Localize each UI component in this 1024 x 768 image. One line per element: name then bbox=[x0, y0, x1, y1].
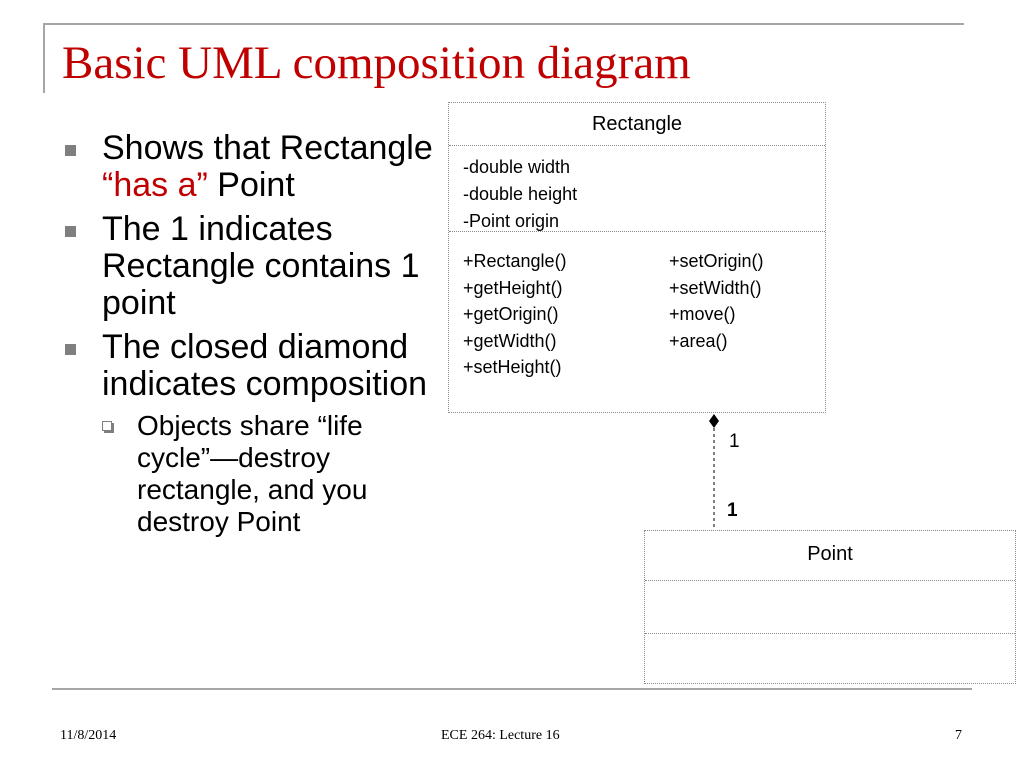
point-class-name: Point bbox=[645, 531, 1015, 581]
attribute-item: -double width bbox=[463, 157, 571, 177]
operation-item: +Rectangle() bbox=[463, 251, 567, 271]
rectangle-operations: +Rectangle() +getHeight() +getOrigin() +… bbox=[449, 232, 825, 412]
footer-divider bbox=[52, 688, 972, 690]
bullet-text: The closed diamond indicates composition bbox=[102, 328, 428, 403]
bullet-text: Shows that Rectangle bbox=[102, 129, 433, 167]
operation-item: +getOrigin() bbox=[463, 304, 559, 324]
bullet-item: Shows that Rectangle “has a” Point bbox=[62, 130, 442, 204]
operation-item: +setHeight() bbox=[463, 357, 562, 377]
composition-connector bbox=[709, 414, 719, 532]
bullet-item: The closed diamond indicates composition bbox=[62, 329, 442, 403]
square-bullet-icon bbox=[65, 226, 76, 237]
multiplicity-bottom-label: 1 bbox=[727, 500, 738, 521]
operation-item: +getHeight() bbox=[463, 277, 563, 298]
operation-item: +setOrigin() bbox=[669, 251, 764, 271]
rectangle-class-box: Rectangle -double width -double height -… bbox=[448, 102, 826, 413]
sub-bullet-item: Objects share “life cycle”—destroy recta… bbox=[62, 410, 442, 538]
square-bullet-icon bbox=[65, 145, 76, 156]
frame-top-line bbox=[43, 23, 964, 25]
rectangle-class-name: Rectangle bbox=[449, 103, 825, 146]
hollow-square-bullet-icon bbox=[102, 421, 112, 431]
operations-column-left: +Rectangle() +getHeight() +getOrigin() +… bbox=[463, 248, 567, 381]
operation-item: +area() bbox=[669, 330, 728, 351]
bullet-item: The 1 indicates Rectangle contains 1 poi… bbox=[62, 211, 442, 322]
footer-date: 11/8/2014 bbox=[60, 728, 117, 743]
point-operations-section bbox=[645, 634, 1015, 683]
slide-title: Basic UML composition diagram bbox=[62, 37, 691, 89]
attribute-item: -double height bbox=[463, 184, 578, 204]
bullet-tail-text: Point bbox=[207, 166, 295, 204]
operation-item: +setWidth() bbox=[669, 277, 762, 298]
bullet-highlight-text: “has a” bbox=[102, 166, 208, 204]
bullet-list: Shows that Rectangle “has a” Point The 1… bbox=[62, 130, 442, 538]
attribute-item: -Point origin bbox=[463, 211, 560, 231]
multiplicity-top-label: 1 bbox=[729, 431, 740, 452]
operation-item: +move() bbox=[669, 304, 736, 324]
filled-diamond-icon bbox=[709, 414, 719, 428]
operations-column-right: +setOrigin() +setWidth() +move() +area() bbox=[669, 248, 764, 354]
footer-course: ECE 264: Lecture 16 bbox=[441, 728, 560, 743]
frame-left-line bbox=[43, 23, 45, 93]
sub-bullet-text: Objects share “life cycle”—destroy recta… bbox=[137, 410, 368, 537]
footer-page-number: 7 bbox=[955, 728, 962, 743]
point-attributes-section bbox=[645, 581, 1015, 634]
point-class-box: Point bbox=[644, 530, 1016, 684]
operation-item: +getWidth() bbox=[463, 330, 557, 351]
rectangle-attributes: -double width -double height -Point orig… bbox=[449, 146, 825, 232]
square-bullet-icon bbox=[65, 344, 76, 355]
bullet-text: The 1 indicates Rectangle contains 1 poi… bbox=[102, 210, 420, 322]
